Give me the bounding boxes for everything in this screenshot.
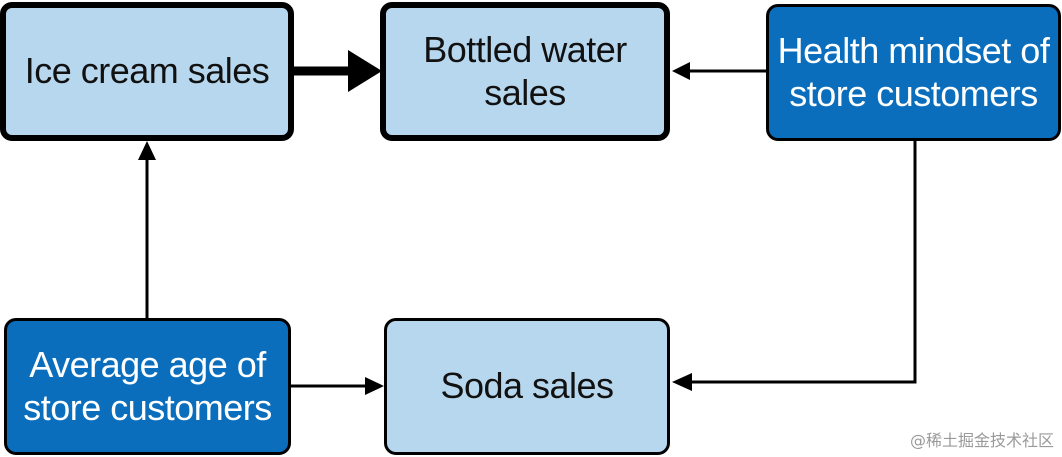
node-health-mindset: Health mindset of store customers [766,4,1061,141]
node-label: Bottled water sales [423,29,627,113]
node-average-age: Average age of store customers [4,318,291,455]
edge-health-mindset-to-soda [672,141,917,391]
node-label: Health mindset of store customers [777,30,1050,114]
edge-average-age-to-ice-cream [138,141,156,320]
edge-average-age-to-soda [290,377,384,395]
node-label: Average age of store customers [23,344,272,428]
node-bottled-water-sales: Bottled water sales [380,2,670,141]
node-ice-cream-sales: Ice cream sales [0,2,294,141]
node-label: Ice cream sales [24,50,270,92]
edge-health-mindset-to-bottled-water [672,62,768,80]
node-label: Soda sales [440,365,614,407]
node-soda-sales: Soda sales [384,318,670,455]
edge-ice-cream-to-bottled-water [292,50,382,92]
watermark: @稀土掘金技术社区 [909,431,1054,450]
